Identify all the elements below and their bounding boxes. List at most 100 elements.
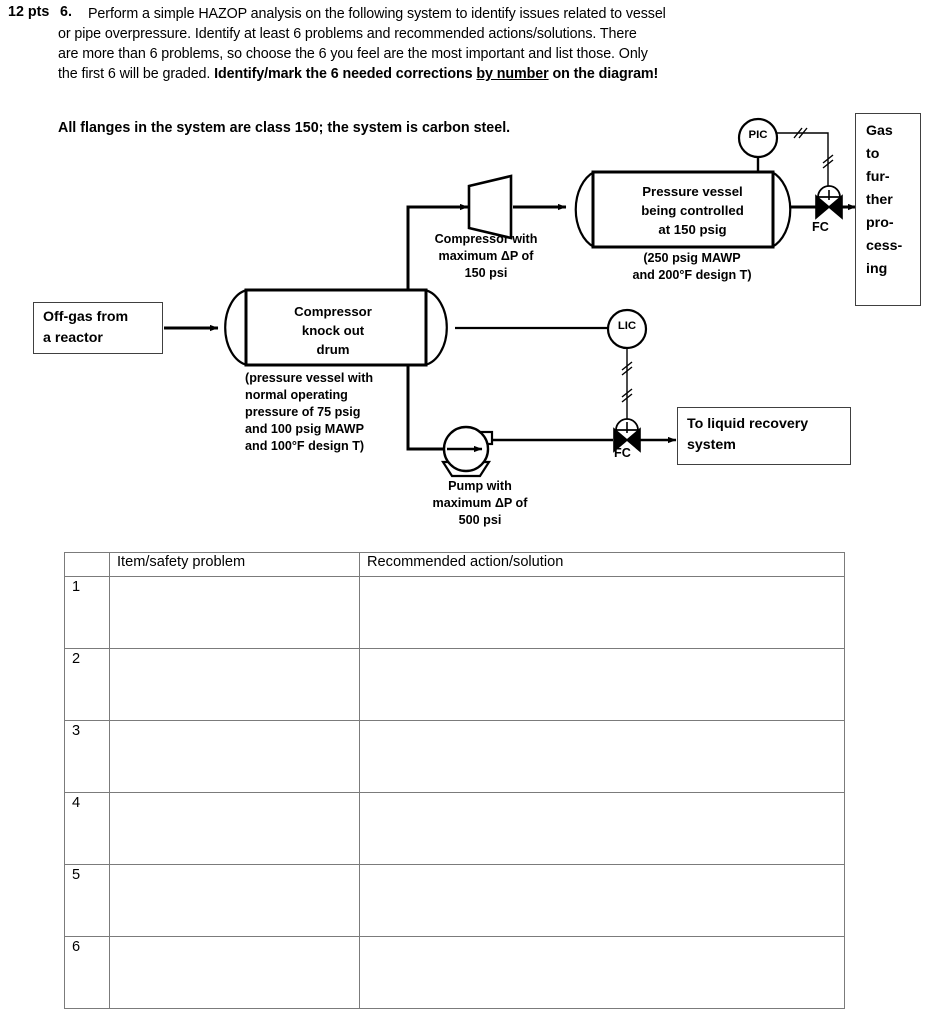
knockout-drum-label-line-1: Compressor [294, 304, 372, 319]
row-number: 3 [64, 720, 110, 793]
pic-tag-label: PIC [748, 129, 768, 141]
pic-signal-line [777, 127, 834, 190]
knockout-drum-caption: (pressure vessel with normal operating p… [245, 370, 405, 455]
hazop-answer-table: Item/safety problem Recommended action/s… [64, 552, 845, 1009]
process-flow-diagram: Off-gas from a reactor Compressor knock … [33, 113, 921, 529]
pipe-drum-vapor-to-compressor [406, 203, 469, 290]
question-line-4-plain: the first 6 will be graded. [58, 66, 215, 82]
pump-caption-line-2: maximum ΔP of [432, 496, 528, 510]
signal-hash-icon [621, 366, 633, 376]
compressor-caption-line-3: 150 psi [464, 266, 508, 280]
table-header-row: Item/safety problem Recommended action/s… [64, 552, 845, 577]
table-row: 3 [64, 720, 845, 793]
question-line-4-underline: by number [476, 66, 549, 82]
valve-body-left-icon [815, 194, 831, 220]
table-header-recommendation: Recommended action/solution [359, 552, 845, 577]
compressor-caption-line-2: maximum ΔP of [438, 249, 534, 263]
row-number: 2 [64, 648, 110, 721]
question-number: 6. [60, 4, 72, 20]
question-points: 12 pts [8, 4, 50, 20]
valve-body-right-icon [625, 427, 641, 453]
row-number: 1 [64, 576, 110, 649]
row-recommendation-cell[interactable] [359, 576, 845, 649]
table-body: 1 2 3 4 5 6 [64, 576, 845, 1009]
offgas-source-box: Off-gas from a reactor [33, 302, 163, 354]
valve-body-left-icon [613, 427, 629, 453]
pressure-vessel-caption-line-2: and 200°F design T) [632, 268, 752, 282]
valve-body-right-icon [827, 194, 843, 220]
pump-caption-line-1: Pump with [448, 479, 512, 493]
row-recommendation-cell[interactable] [359, 648, 845, 721]
pump-symbol [440, 425, 494, 478]
fc-control-valve-liquid [613, 418, 641, 453]
signal-hash-icon [798, 127, 808, 139]
knockout-caption-line-4: and 100 psig MAWP [245, 422, 364, 436]
row-recommendation-cell[interactable] [359, 864, 845, 937]
pressure-vessel-label-line-2: being controlled [641, 203, 744, 218]
row-recommendation-cell[interactable] [359, 792, 845, 865]
question-line-4-bold-b: on the diagram! [548, 66, 659, 82]
compressor-caption: Compressor with maximum ΔP of 150 psi [421, 231, 551, 282]
question-line-2: or pipe overpressure. Identify at least … [58, 26, 637, 42]
gas-box-line-5: pro- [866, 215, 894, 231]
diagram-vector-layer [164, 117, 857, 478]
liquid-box-line-2: system [687, 437, 736, 453]
table-header-number [64, 552, 110, 577]
knockout-drum-label-line-3: drum [316, 342, 350, 357]
fc-valve-tag-gas: FC [812, 220, 829, 234]
row-recommendation-cell[interactable] [359, 936, 845, 1009]
knockout-caption-line-3: pressure of 75 psig [245, 405, 361, 419]
lic-tag-label: LIC [617, 320, 637, 332]
row-number: 6 [64, 936, 110, 1009]
fc-control-valve-gas [815, 185, 843, 220]
knockout-drum-symbol [224, 288, 448, 367]
knockout-caption-line-5: and 100°F design T) [245, 439, 365, 453]
signal-hash-icon [621, 393, 633, 403]
row-number: 4 [64, 792, 110, 865]
compressor-caption-line-1: Compressor with [434, 232, 538, 246]
compressor-symbol [467, 174, 513, 240]
flange-note: All flanges in the system are class 150;… [58, 120, 511, 136]
liquid-recovery-box: To liquid recovery system [677, 407, 851, 465]
signal-hash-icon [793, 127, 803, 139]
knockout-caption-line-1: (pressure vessel with [245, 371, 374, 385]
signal-hash-icon [621, 361, 633, 371]
knockout-drum-label: Compressor knock out drum [258, 302, 408, 359]
row-item-cell[interactable] [109, 936, 360, 1009]
signal-hash-icon [621, 388, 633, 398]
table-row: 4 [64, 792, 845, 865]
row-item-cell[interactable] [109, 864, 360, 937]
table-row: 5 [64, 864, 845, 937]
pressure-vessel-symbol [574, 170, 792, 249]
pressure-vessel-label-line-1: Pressure vessel [642, 184, 743, 199]
knockout-drum-label-line-2: knock out [301, 323, 365, 338]
row-item-cell[interactable] [109, 720, 360, 793]
row-recommendation-cell[interactable] [359, 720, 845, 793]
question-line-4-bold-a: Identify/mark the 6 needed corrections [214, 66, 477, 82]
row-item-cell[interactable] [109, 792, 360, 865]
pipe-drum-bottom-to-pump [406, 365, 446, 451]
fc-valve-tag-liquid: FC [614, 446, 631, 460]
row-number: 5 [64, 864, 110, 937]
row-item-cell[interactable] [109, 648, 360, 721]
gas-box-line-3: fur- [866, 169, 890, 185]
table-row: 2 [64, 648, 845, 721]
signal-hash-icon [822, 154, 834, 164]
gas-box-line-4: ther [866, 192, 893, 208]
pump-caption: Pump with maximum ΔP of 500 psi [405, 478, 555, 529]
gas-box-line-7: ing [866, 261, 888, 277]
question-line-1: Perform a simple HAZOP analysis on the f… [88, 6, 666, 22]
table-row: 1 [64, 576, 845, 649]
table-row: 6 [64, 936, 845, 1009]
lic-signal-line [621, 348, 633, 424]
row-item-cell[interactable] [109, 576, 360, 649]
question-line-3: are more than 6 problems, so choose the … [58, 46, 648, 62]
signal-hash-icon [822, 159, 834, 169]
gas-box-line-2: to [866, 146, 880, 162]
pump-caption-line-3: 500 psi [458, 513, 502, 527]
gas-box-line-1: Gas [866, 123, 893, 139]
table-header-item: Item/safety problem [109, 552, 360, 577]
liquid-box-line-1: To liquid recovery [687, 416, 809, 432]
offgas-line-1: Off-gas from [43, 309, 129, 325]
pressure-vessel-label-line-3: at 150 psig [658, 222, 727, 237]
